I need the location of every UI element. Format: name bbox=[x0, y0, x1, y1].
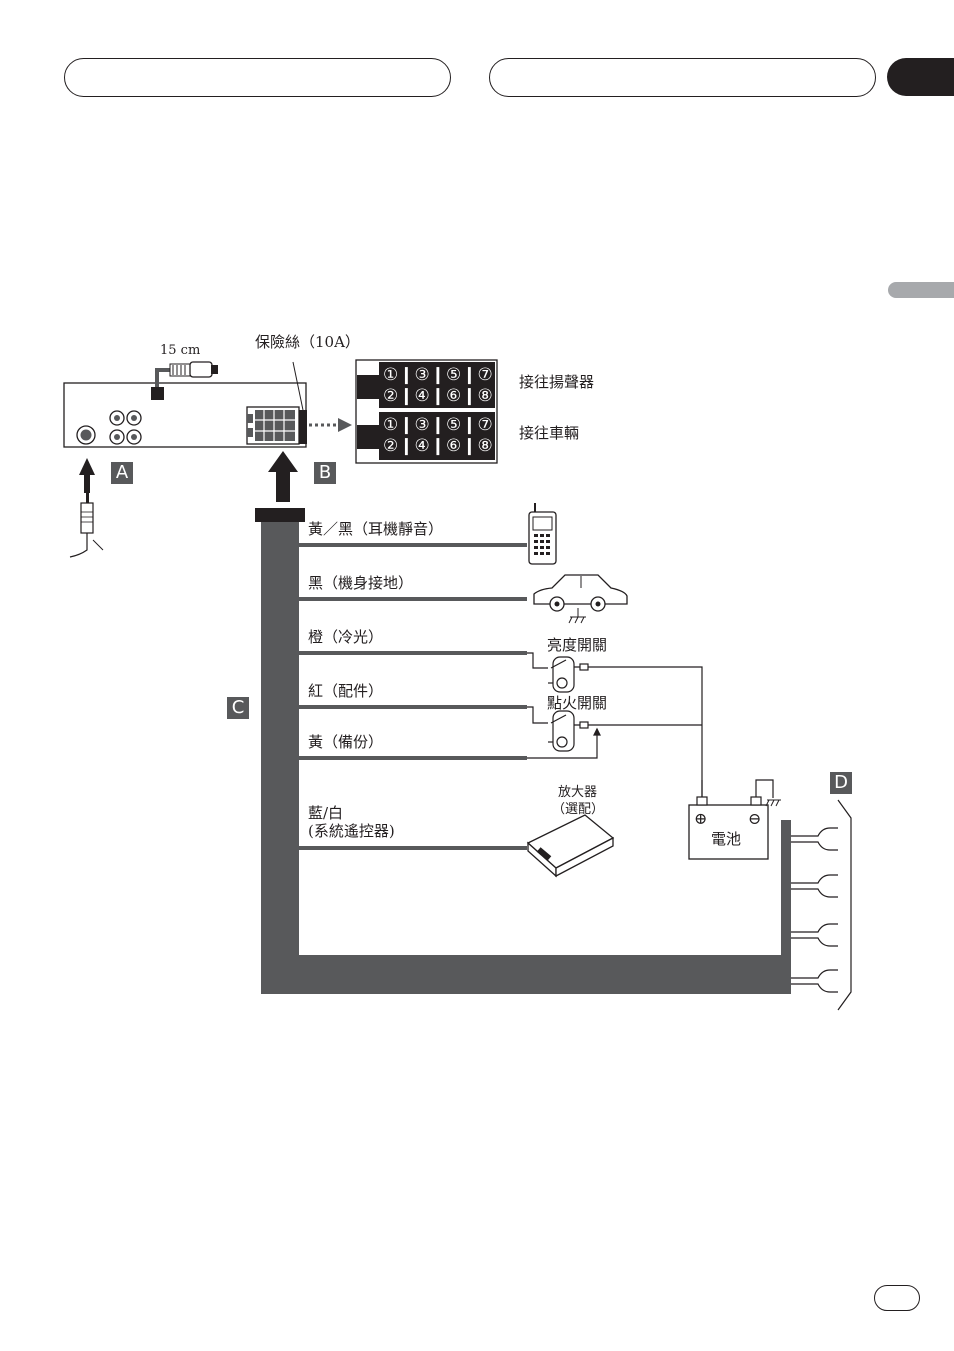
speaker-connector-pins-row1: ①❙③❙⑤❙⑦❙ bbox=[383, 365, 509, 385]
car-icon bbox=[534, 575, 627, 623]
wire-label-remote-sub: (系統遙控器) bbox=[308, 823, 395, 840]
callout-d: D bbox=[830, 772, 852, 794]
callout-c: C bbox=[227, 697, 249, 719]
wire-label-mute: 黃／黑（耳機靜音） bbox=[308, 521, 443, 538]
wire-label-illumination: 橙（冷光） bbox=[308, 629, 383, 646]
speaker-leads bbox=[791, 800, 851, 1010]
fuse-label: 保險絲（10A） bbox=[255, 334, 360, 351]
cable-length-label: 15 cm bbox=[160, 343, 200, 358]
page-number bbox=[874, 1285, 920, 1311]
wire-label-backup: 黃（備份） bbox=[308, 734, 383, 751]
amplifier-optional-label: （選配） bbox=[552, 802, 604, 817]
callout-a: A bbox=[111, 462, 133, 484]
mobile-phone-icon bbox=[529, 503, 556, 564]
callout-b: B bbox=[314, 462, 336, 484]
antenna-plug bbox=[70, 458, 103, 557]
illumination-switch-label: 亮度開關 bbox=[547, 637, 607, 654]
speaker-connector-pins-row2: ②❙④❙⑥❙⑧❙ bbox=[383, 386, 509, 406]
wire-label-remote: 藍/白 bbox=[308, 805, 343, 822]
battery-label: 電池 bbox=[711, 831, 741, 848]
wire-label-accessory: 紅（配件） bbox=[308, 683, 383, 700]
dotted-arrow bbox=[309, 418, 352, 432]
to-speakers-label: 接往揚聲器 bbox=[519, 374, 594, 391]
ignition-switch-label: 點火開關 bbox=[547, 695, 607, 712]
battery-plus-sign: ⊕ bbox=[694, 810, 707, 827]
wire-label-ground: 黑（機身接地） bbox=[308, 575, 413, 592]
to-vehicle-label: 接往車輛 bbox=[519, 425, 579, 442]
ignition-switch-icon bbox=[527, 707, 702, 758]
vehicle-connector-pins-row1: ①❙③❙⑤❙⑦❙ bbox=[383, 415, 509, 435]
battery-minus-sign: ⊖ bbox=[748, 810, 761, 827]
amplifier-label: 放大器 bbox=[558, 785, 597, 800]
vehicle-connector-pins-row2: ②❙④❙⑥❙⑧❙ bbox=[383, 436, 509, 456]
amplifier-icon bbox=[528, 815, 613, 876]
